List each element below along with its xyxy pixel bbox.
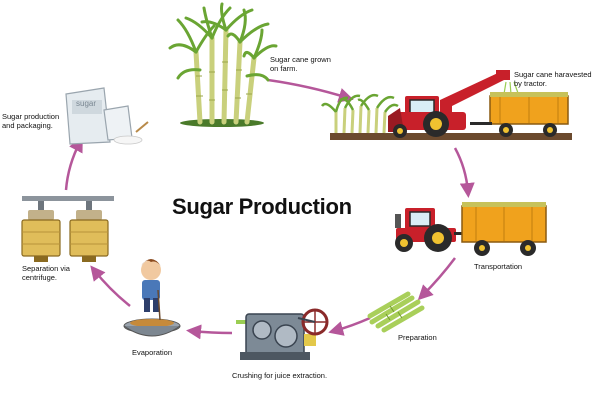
label-harvested-line2: by tractor. xyxy=(514,79,547,88)
label-evaporation: Evaporation xyxy=(132,348,173,357)
label-separation: Separation via centrifuge. xyxy=(22,264,70,282)
centrifuge-icon xyxy=(21,196,114,262)
label-separation-line2: centrifuge. xyxy=(22,273,58,282)
arrow-crushing-to-evaporation xyxy=(186,324,233,340)
sugar-bag-label: sugar xyxy=(76,99,97,108)
label-crushing: Crushing for juice extraction. xyxy=(232,371,328,380)
label-grown-line2: on farm. xyxy=(270,64,298,73)
harvest-tractor-icon xyxy=(320,70,572,140)
label-harvested: Sugar cane haravested by tractor. xyxy=(514,70,592,88)
crushing-machine-icon xyxy=(236,308,329,360)
arrow-separation-to-packaging xyxy=(64,136,83,191)
label-packaging-line1: Sugar production xyxy=(2,112,60,121)
arrow-harvest-to-transport xyxy=(453,147,475,198)
label-transportation: Transportation xyxy=(474,262,523,271)
transport-truck-icon xyxy=(395,202,547,256)
label-packaging: Sugar production and packaging. xyxy=(2,112,59,130)
label-grown-line1: Sugar cane grown xyxy=(270,55,331,64)
label-packaging-line2: and packaging. xyxy=(2,121,53,130)
arrow-preparation-to-crushing xyxy=(328,316,371,336)
label-grown: Sugar cane grown on farm. xyxy=(270,55,331,73)
cut-cane-bundle-icon xyxy=(367,291,425,333)
arrow-evaporation-to-separation xyxy=(90,265,131,307)
sugarcane-field-icon xyxy=(168,2,278,127)
arrow-transport-to-preparation xyxy=(417,257,456,301)
label-harvested-line1: Sugar cane haravested xyxy=(514,70,592,79)
evaporation-boy-icon xyxy=(123,259,181,337)
cycle-arrows xyxy=(64,78,475,340)
diagram-title: Sugar Production xyxy=(172,194,352,219)
arrow-grown-to-harvest xyxy=(267,78,354,103)
label-separation-line1: Separation via xyxy=(22,264,70,273)
sugar-bag-icon xyxy=(65,87,149,145)
label-preparation: Preparation xyxy=(398,333,437,342)
